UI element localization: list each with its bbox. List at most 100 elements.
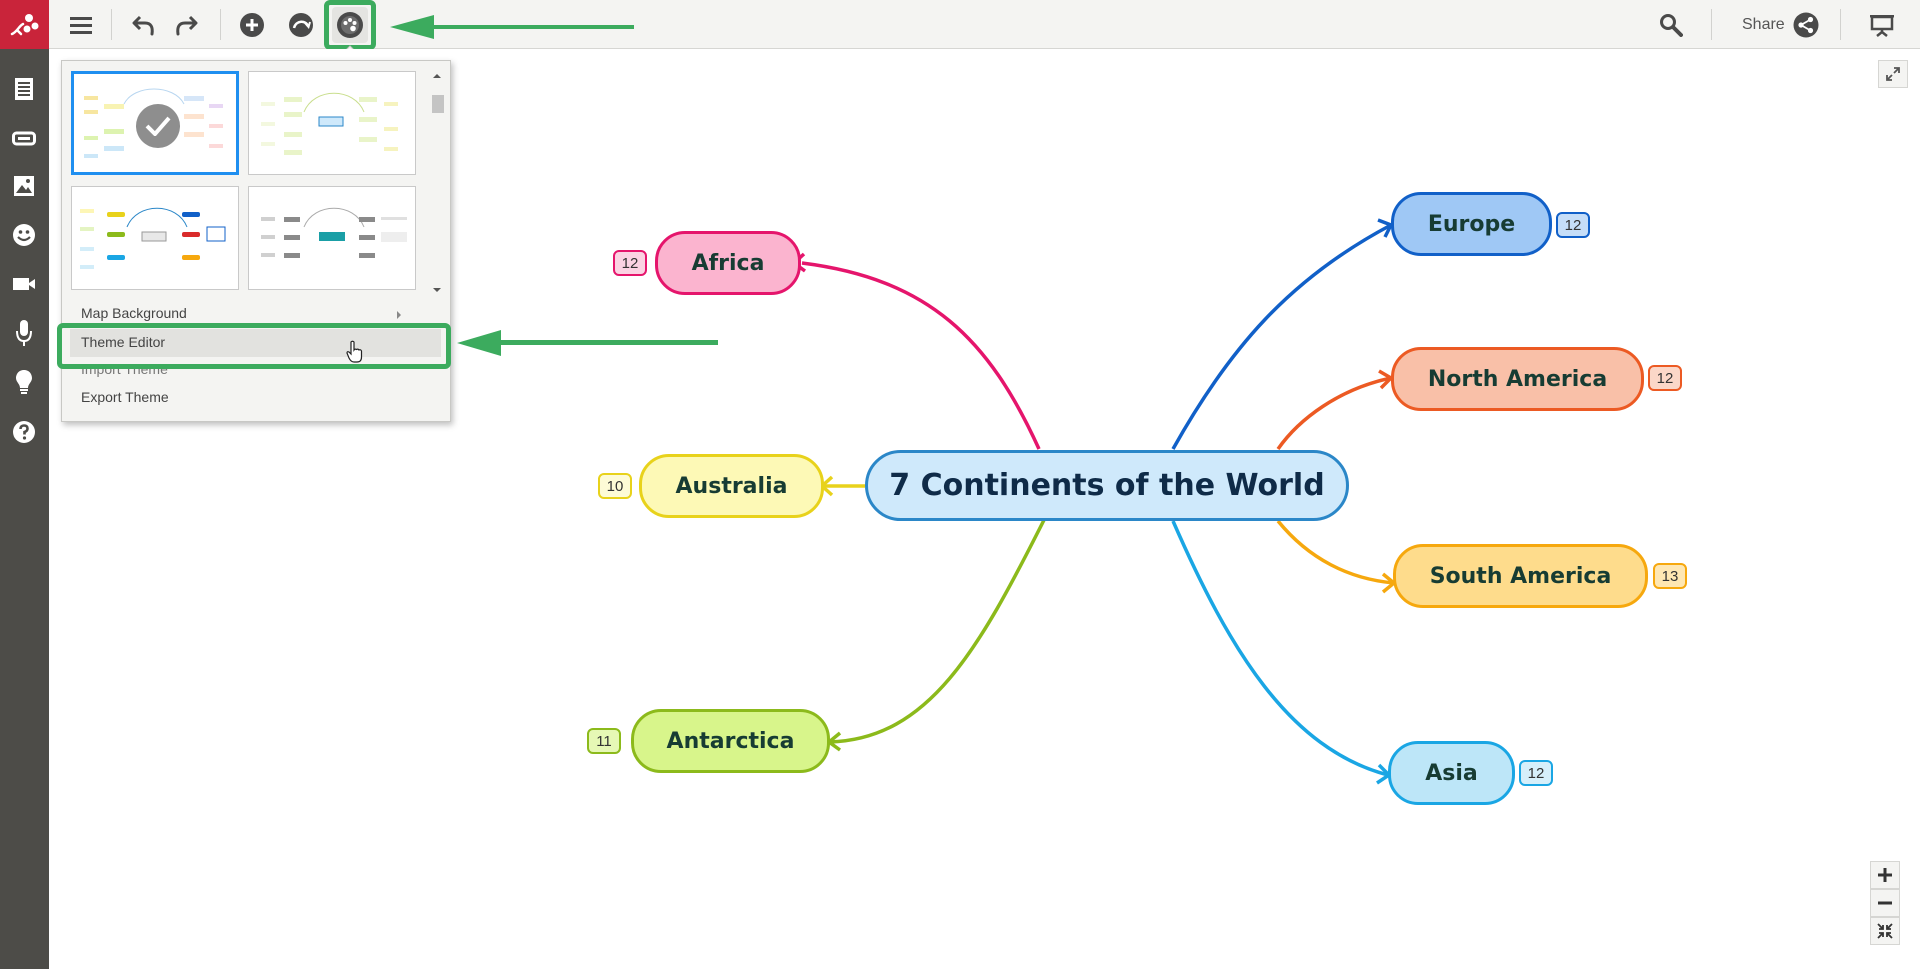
left-sidebar (0, 49, 49, 969)
sidebar-item-lightbulb[interactable] (8, 366, 40, 398)
logo-icon (10, 13, 38, 35)
menu-icon (70, 17, 92, 34)
sidebar-item-image[interactable] (8, 170, 40, 202)
toolbar-separator (1711, 9, 1712, 40)
theme-preview-image (261, 92, 398, 155)
add-topic-button[interactable] (234, 7, 270, 43)
topic-label: North America (1427, 366, 1608, 392)
search-icon (1660, 14, 1683, 37)
topic-label: Australia (675, 473, 788, 499)
annotation-arrow-menu (457, 330, 718, 356)
share-icon (1793, 12, 1819, 37)
sidebar-item-microphone[interactable] (8, 317, 40, 349)
central-topic[interactable]: 7 Continents of the World (865, 450, 1349, 521)
fit-to-screen-button[interactable] (1870, 917, 1900, 945)
theme-popup: Map Background Theme Editor Import Theme… (61, 60, 451, 422)
lightbulb-icon (16, 370, 32, 394)
menu-item-export-theme[interactable]: Export Theme (81, 389, 169, 405)
scroll-up-icon (433, 74, 441, 78)
topic-south-america[interactable]: South America (1393, 544, 1648, 608)
toolbar-separator (111, 9, 112, 40)
share-button[interactable]: Share (1742, 8, 1819, 41)
sidebar-item-video[interactable] (8, 268, 40, 300)
sidebar-item-link[interactable] (8, 122, 40, 154)
topic-africa[interactable]: Africa (655, 231, 801, 295)
count-badge-south-america[interactable]: 13 (1653, 563, 1687, 589)
share-label: Share (1742, 15, 1785, 33)
help-icon (13, 421, 35, 443)
redo-icon (176, 15, 198, 36)
theme-preview-image (80, 207, 226, 269)
theme-thumbnail-1[interactable] (71, 71, 239, 175)
topic-label: South America (1429, 563, 1612, 589)
add-topic-icon (240, 13, 264, 37)
scroll-down-icon (433, 288, 441, 292)
zoom-in-icon (1878, 868, 1892, 882)
count-badge-north-america[interactable]: 12 (1648, 365, 1682, 391)
connector-north-america (1276, 376, 1392, 451)
expand-button[interactable] (1878, 60, 1908, 88)
menu-item-label: Export Theme (81, 389, 169, 405)
link-icon (12, 131, 36, 146)
connector-antarctica (829, 519, 1046, 744)
undo-button[interactable] (126, 7, 162, 43)
zoom-in-button[interactable] (1870, 861, 1900, 889)
zoom-out-button[interactable] (1870, 889, 1900, 917)
topic-label: Africa (691, 250, 765, 276)
checkmark-icon (145, 116, 171, 136)
topic-antarctica[interactable]: Antarctica (631, 709, 830, 773)
count-badge-asia[interactable]: 12 (1519, 760, 1553, 786)
emoji-icon (13, 224, 35, 246)
connector-europe (1171, 223, 1392, 450)
menu-item-import-theme[interactable]: Import Theme (81, 361, 168, 377)
topic-asia[interactable]: Asia (1388, 741, 1515, 805)
search-button[interactable] (1653, 7, 1689, 43)
count-badge-australia[interactable]: 10 (598, 473, 632, 499)
menu-button[interactable] (63, 7, 99, 43)
connector-asia (1171, 520, 1389, 777)
selected-check (136, 104, 180, 148)
theme-preview-image (261, 207, 407, 258)
menu-item-label: Theme Editor (81, 334, 166, 350)
central-topic-label: 7 Continents of the World (889, 468, 1325, 503)
presentation-button[interactable] (1864, 7, 1900, 43)
outline-icon (15, 78, 33, 100)
count-badge-africa[interactable]: 12 (613, 250, 647, 276)
top-toolbar: Share (0, 0, 1920, 56)
connector-africa (801, 261, 1041, 450)
count-badge-europe[interactable]: 12 (1556, 212, 1590, 238)
menu-item-theme-editor[interactable]: Theme Editor (81, 334, 165, 350)
topic-australia[interactable]: Australia (639, 454, 824, 518)
connector-south-america (1276, 519, 1395, 585)
theme-thumbnail-4[interactable] (248, 186, 416, 290)
microphone-icon (16, 320, 32, 346)
topic-europe[interactable]: Europe (1391, 192, 1552, 256)
fit-icon (1877, 923, 1893, 939)
theme-thumbnail-3[interactable] (71, 186, 239, 290)
submenu-arrow-icon (397, 311, 401, 319)
menu-item-map-background[interactable]: Map Background (81, 305, 187, 321)
redo-button[interactable] (168, 7, 204, 43)
sidebar-item-help[interactable] (8, 416, 40, 448)
theme-thumbnail-2[interactable] (248, 71, 416, 175)
zoom-out-icon (1878, 901, 1892, 905)
theme-icon (337, 12, 363, 38)
scrollbar-thumb[interactable] (432, 95, 444, 113)
undo-icon (132, 15, 154, 36)
theme-scrollbar[interactable] (428, 71, 446, 297)
video-icon (13, 278, 35, 290)
presentation-icon (1870, 15, 1894, 37)
image-icon (14, 176, 34, 196)
sidebar-item-emoji[interactable] (8, 219, 40, 251)
app-logo[interactable] (0, 0, 49, 49)
expand-icon (1886, 67, 1900, 81)
theme-button[interactable] (332, 7, 368, 43)
topic-label: Antarctica (666, 728, 795, 754)
count-badge-antarctica[interactable]: 11 (587, 728, 621, 754)
relationship-button[interactable] (283, 7, 319, 43)
sidebar-item-outline[interactable] (8, 73, 40, 105)
topic-north-america[interactable]: North America (1391, 347, 1644, 411)
menu-item-label: Import Theme (81, 361, 168, 377)
annotation-arrow-toolbar (390, 15, 634, 39)
